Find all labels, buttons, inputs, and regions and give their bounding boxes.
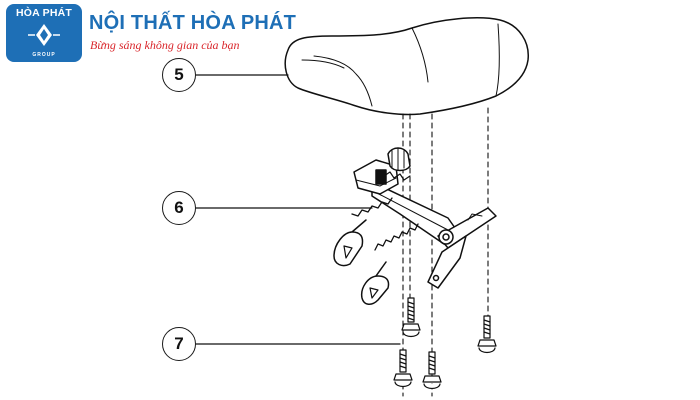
callout-6: 6 [162,191,196,225]
screws [393,297,497,390]
callout-7: 7 [162,327,196,361]
screw-b [477,315,497,354]
brand-name: NỘI THẤT HÒA PHÁT [89,12,297,34]
screw-c [393,349,413,388]
callout-5: 5 [162,58,196,92]
logo-badge-text: HÒA PHÁT [15,7,73,19]
screw-d [422,351,442,390]
seat-cushion [284,17,529,116]
brand-slogan: Bừng sáng không gian của bạn [90,38,240,52]
tilt-mechanism [333,147,497,305]
logo-diamond-icon [28,24,60,46]
screw-a [401,297,421,338]
logo-group-text: GROUP [32,52,56,58]
brand-logo: HÒA PHÁT GROUP [6,4,82,62]
